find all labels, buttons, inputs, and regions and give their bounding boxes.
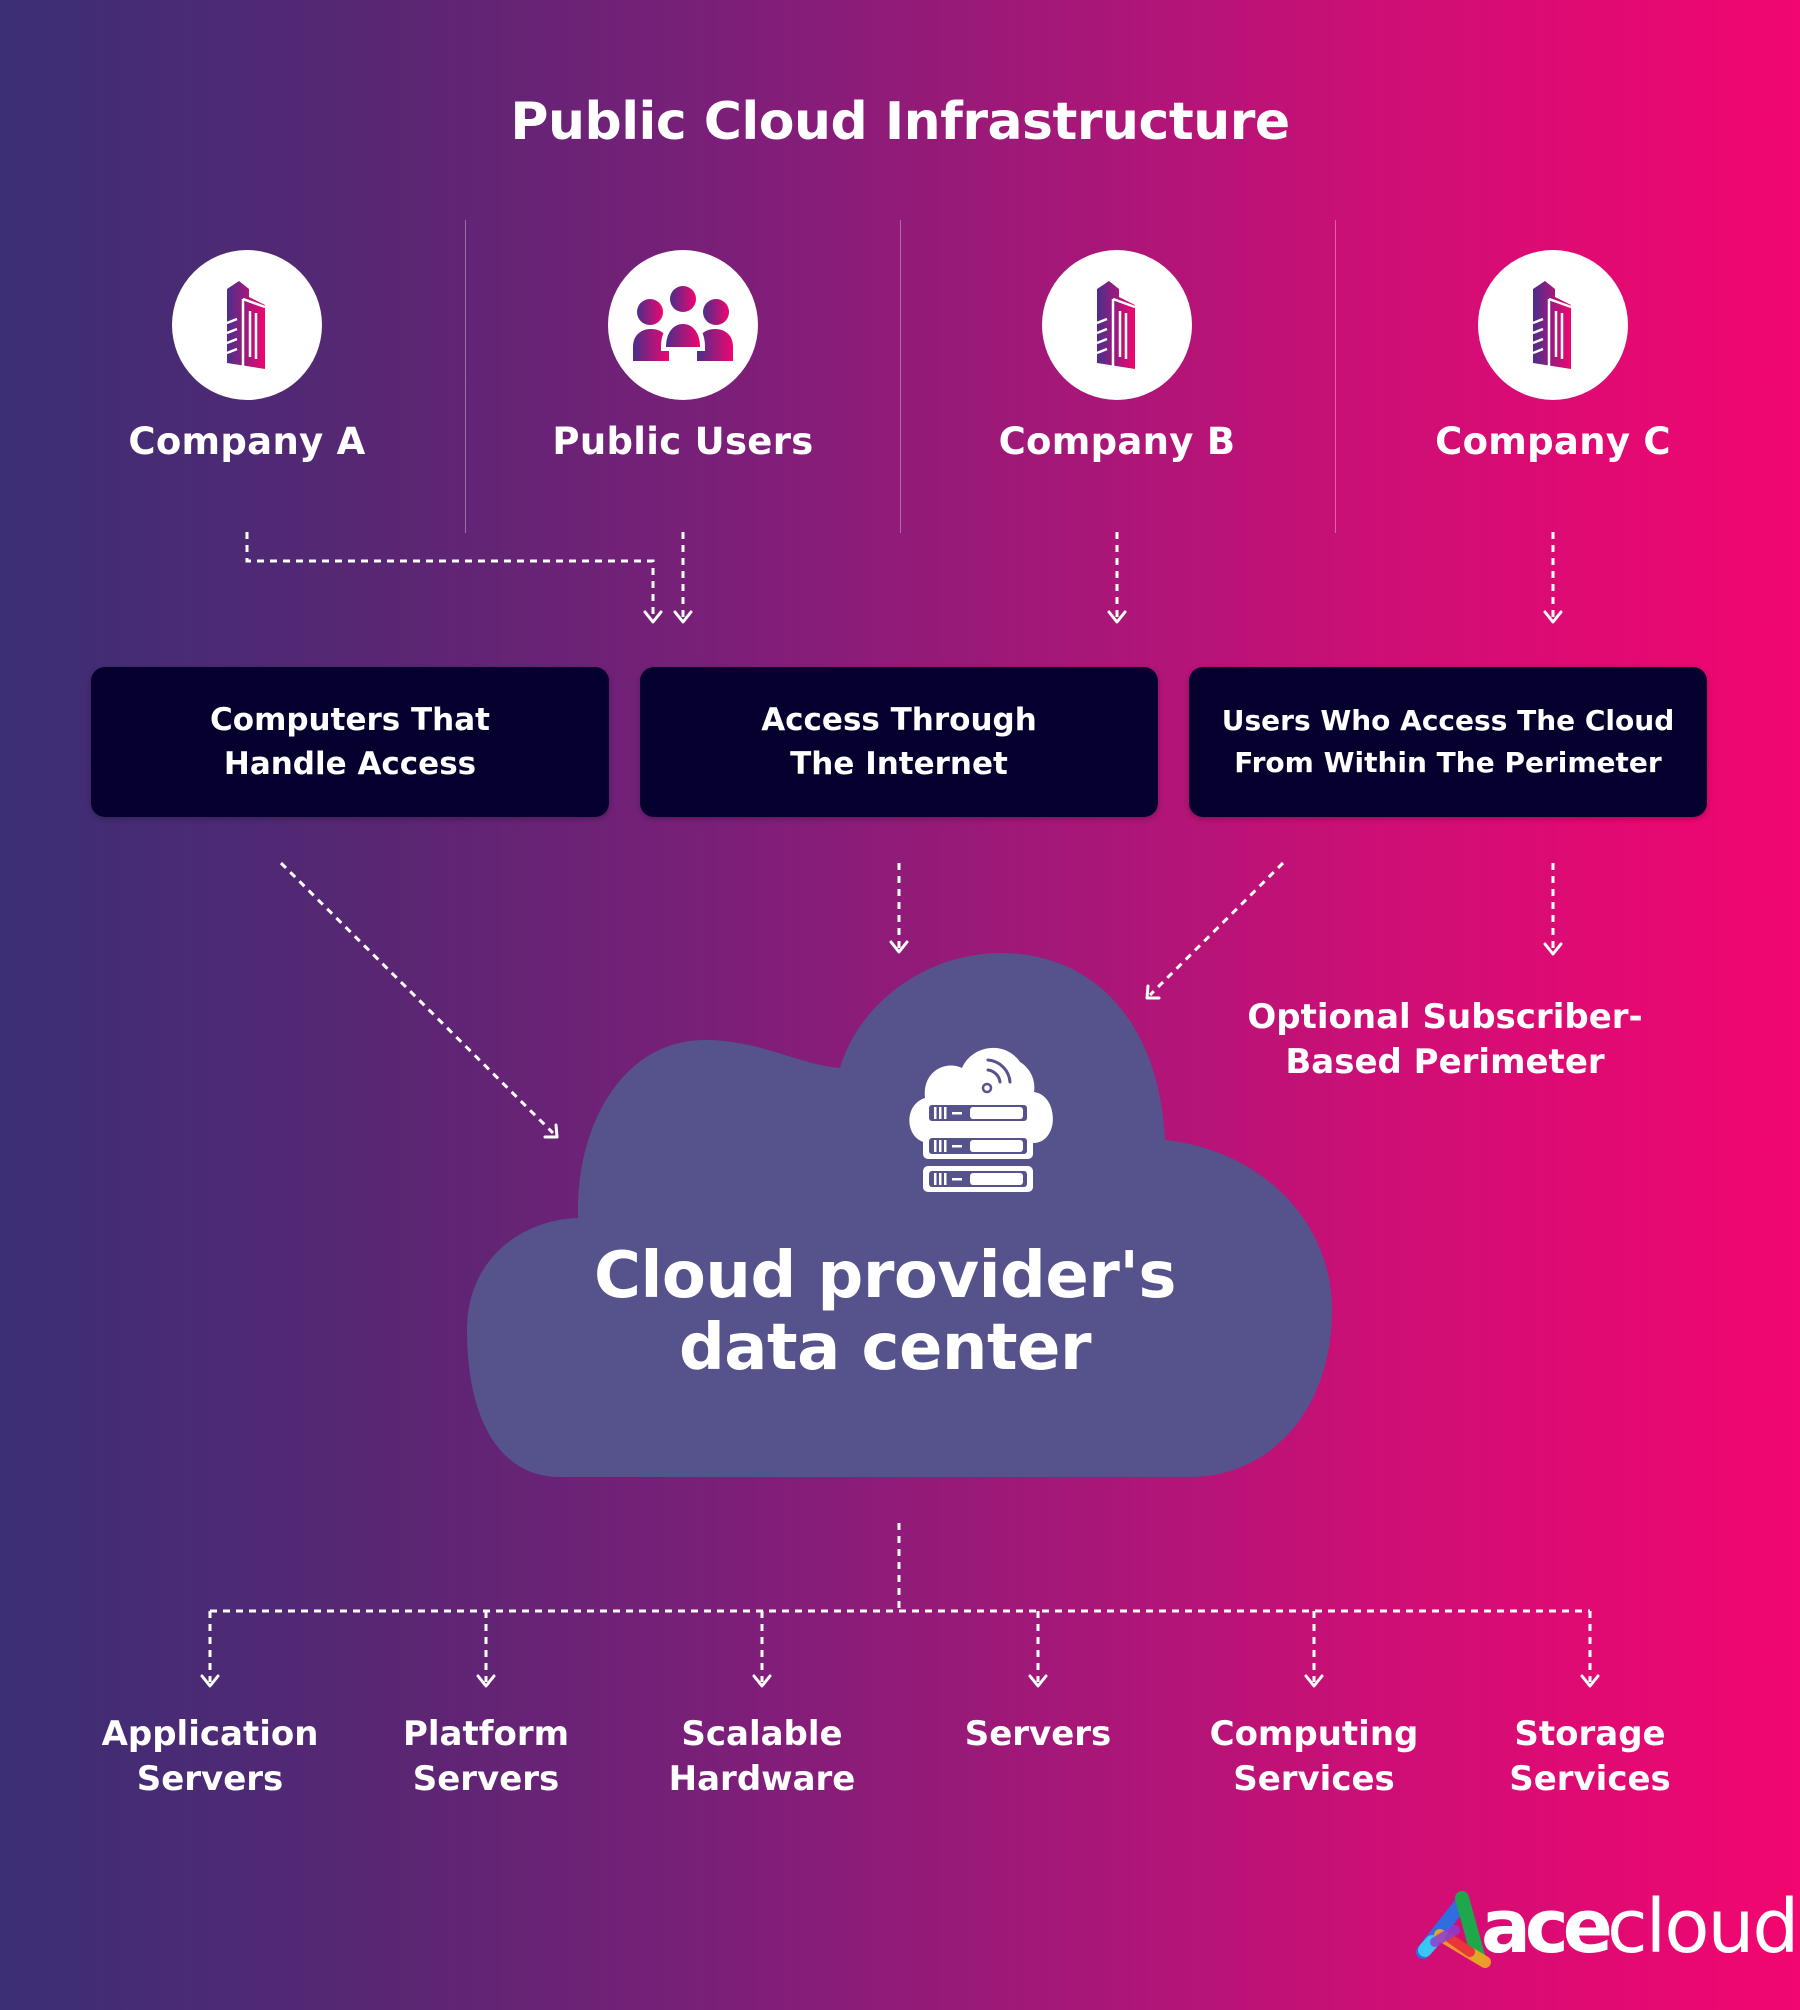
service-line: Platform: [402, 1714, 570, 1754]
arrow-head-icon: [543, 1123, 559, 1139]
box-line: Users Who Access The Cloud: [1221, 704, 1675, 737]
arrow-head-icon: [673, 610, 693, 624]
data-center-line: Cloud provider's: [594, 1239, 1177, 1313]
connector-box-a-to-cloud: [279, 861, 555, 1135]
arrow-head-icon: [752, 1674, 772, 1688]
acecloud-logo: acecloud: [1415, 1885, 1799, 1970]
data-center-label: Cloud provider's data center: [540, 1240, 1230, 1384]
arrow-head-icon: [1304, 1674, 1324, 1688]
service-application-servers: Application Servers: [80, 1712, 340, 1802]
arrow-head-icon: [1028, 1674, 1048, 1688]
perimeter-line: Optional Subscriber-: [1247, 997, 1643, 1037]
column-divider: [465, 220, 466, 533]
service-line: Hardware: [668, 1759, 856, 1799]
service-line: Servers: [964, 1714, 1112, 1754]
arrow-head-icon: [1543, 610, 1563, 624]
service-line: Application: [101, 1714, 319, 1754]
box-line: Handle Access: [223, 746, 477, 782]
arrow-head-icon: [1580, 1674, 1600, 1688]
entity-icon-circle: [1478, 250, 1628, 400]
arrow-head-icon: [1107, 610, 1127, 624]
entity-icon-circle: [172, 250, 322, 400]
arrow-head-icon: [1543, 942, 1563, 956]
entity-label: Company C: [1435, 420, 1671, 463]
column-divider: [900, 220, 901, 533]
arrow-head-icon: [476, 1674, 496, 1688]
service-line: Services: [1509, 1759, 1671, 1799]
service-line: Storage: [1514, 1714, 1666, 1754]
box-access-through-internet: Access Through The Internet: [640, 667, 1158, 817]
entity-company-c: Company C: [1343, 250, 1763, 463]
entity-public-users: Public Users: [473, 250, 893, 463]
service-scalable-hardware: Scalable Hardware: [632, 1712, 892, 1802]
connector-box-c-to-cloud: [1148, 861, 1285, 997]
service-servers: Servers: [908, 1712, 1168, 1757]
arrow-head-icon: [1145, 984, 1161, 1000]
building-icon: [1096, 281, 1136, 369]
box-line: From Within The Perimeter: [1234, 746, 1662, 779]
column-divider: [1335, 220, 1336, 533]
entity-label: Company B: [998, 420, 1236, 463]
service-line: Scalable: [681, 1714, 843, 1754]
entity-company-a: Company A: [37, 250, 457, 463]
service-line: Servers: [412, 1759, 560, 1799]
entity-icon-circle: [608, 250, 758, 400]
service-platform-servers: Platform Servers: [356, 1712, 616, 1802]
cloud-server-icon: [909, 1047, 1053, 1192]
data-center-line: data center: [678, 1311, 1092, 1385]
box-users-within-perimeter: Users Who Access The Cloud From Within T…: [1189, 667, 1707, 817]
entity-label: Public Users: [552, 420, 814, 463]
building-icon: [226, 281, 266, 369]
service-line: Computing: [1209, 1714, 1419, 1754]
building-icon: [1532, 281, 1572, 369]
box-line: The Internet: [790, 746, 1008, 782]
service-storage-services: Storage Services: [1460, 1712, 1720, 1802]
perimeter-line: Based Perimeter: [1285, 1042, 1605, 1082]
page-title: Public Cloud Infrastructure: [510, 92, 1290, 152]
service-line: Services: [1233, 1759, 1395, 1799]
arrow-head-icon: [889, 940, 909, 954]
logo-text-cloud: cloud: [1607, 1884, 1799, 1970]
entity-label: Company A: [128, 420, 366, 463]
users-group-icon: [633, 286, 733, 361]
arrow-head-icon: [200, 1674, 220, 1688]
service-computing-services: Computing Services: [1184, 1712, 1444, 1802]
perimeter-label: Optional Subscriber- Based Perimeter: [1200, 995, 1690, 1085]
service-line: Servers: [136, 1759, 284, 1799]
box-line: Computers That: [210, 702, 490, 738]
box-computers-handle-access: Computers That Handle Access: [91, 667, 609, 817]
connector-company-a: [245, 532, 655, 618]
logo-wordmark: acecloud: [1481, 1884, 1799, 1970]
logo-text-ace: ace: [1481, 1884, 1613, 1970]
entity-company-b: Company B: [907, 250, 1327, 463]
box-line: Access Through: [761, 702, 1037, 738]
entity-icon-circle: [1042, 250, 1192, 400]
arrow-head-icon: [643, 610, 663, 624]
